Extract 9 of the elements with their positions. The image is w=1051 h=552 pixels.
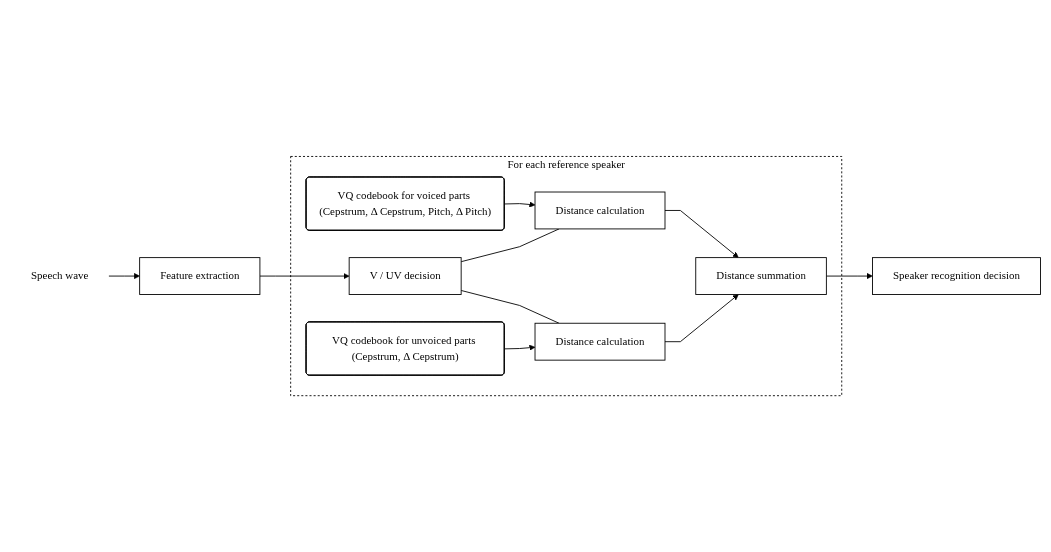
node-box: Speaker recognition decision bbox=[872, 257, 1041, 295]
node-box: V / UV decision bbox=[348, 257, 462, 295]
node-text: Speech wave bbox=[31, 269, 89, 282]
node-box: Distance calculation bbox=[534, 191, 666, 230]
connector bbox=[460, 289, 560, 324]
node-box: Distance summation bbox=[695, 257, 827, 295]
connector bbox=[460, 228, 560, 263]
node-box: Distance calculation bbox=[534, 322, 666, 361]
node-box: Feature extraction bbox=[139, 257, 261, 295]
